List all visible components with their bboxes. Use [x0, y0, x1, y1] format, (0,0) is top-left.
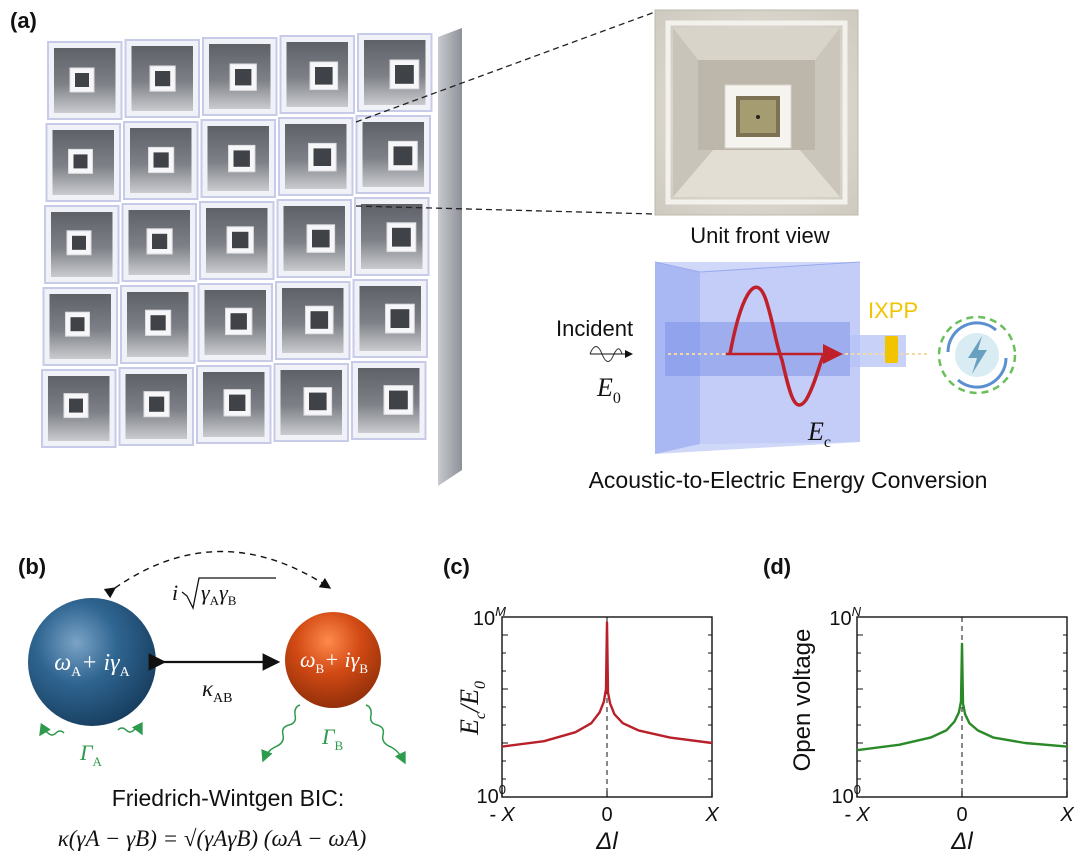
e0-label: E0 — [596, 373, 621, 407]
array-cell — [273, 363, 349, 442]
bic-equation: κ(γA − γB) = √(γAγB) (ωA − ωA) — [58, 826, 367, 851]
inset-caption: Unit front view — [690, 223, 829, 248]
ixpp-element — [885, 336, 898, 363]
cell-neck-hole — [392, 227, 411, 247]
cell-neck-hole — [229, 394, 246, 411]
cell-neck-hole — [310, 311, 329, 329]
cell-neck-hole — [149, 396, 165, 412]
x-tick-label: X — [1059, 804, 1074, 826]
cell-neck-hole — [75, 73, 89, 87]
panel-d-label: (d) — [763, 554, 791, 579]
cell-neck-hole — [315, 67, 333, 85]
array-cell — [124, 39, 200, 118]
metamaterial-array — [41, 33, 433, 448]
array-cell — [41, 369, 117, 448]
array-cell — [275, 281, 351, 360]
array-cell — [121, 203, 197, 282]
array-cell — [44, 205, 120, 284]
array-cell — [120, 285, 196, 364]
x-axis-label: Δl — [950, 828, 973, 855]
unit-front-view-photo — [654, 9, 859, 216]
array-cell — [278, 117, 354, 196]
x-tick-label: - X — [489, 804, 515, 826]
array-cell — [45, 123, 121, 202]
x-tick-label: X — [704, 804, 719, 826]
incident-wave-icon — [589, 346, 623, 362]
radiative-coupling-label: i — [172, 580, 178, 605]
resonator-a-label: ωA+ iγA — [54, 650, 130, 680]
array-cell — [200, 119, 276, 198]
array-cell — [357, 33, 433, 112]
energy-conversion-icon — [937, 315, 1017, 395]
array-cell — [279, 35, 355, 114]
cell-neck-hole — [389, 390, 408, 410]
cell-neck-hole — [72, 235, 86, 250]
zoom-line-top — [355, 11, 656, 123]
loss-arrow-b-left — [261, 704, 301, 763]
cell-neck-hole — [309, 392, 327, 411]
loss-label-b: ΓB — [321, 724, 344, 753]
cell-neck-hole — [390, 309, 410, 328]
resonator-b — [285, 612, 381, 708]
enhanced-field-wave — [728, 285, 826, 407]
cell-neck-hole — [312, 229, 330, 248]
ixpp-label: IXPP — [868, 298, 918, 323]
sqrt-sign — [181, 577, 276, 610]
incident-label: Incident — [556, 316, 633, 341]
array-cell — [197, 283, 273, 362]
resonator-b-label: ωB+ iγB — [300, 647, 368, 676]
y-axis-label-c: Ec/E0 — [455, 681, 489, 736]
cell-neck-hole — [393, 146, 413, 166]
array-cell — [123, 121, 199, 200]
x-tick-label: - X — [844, 804, 870, 826]
y-axis-label-d: Open voltage — [789, 629, 816, 772]
radiative-coupling-arc — [103, 550, 332, 599]
array-cell — [42, 287, 118, 366]
x-axis-label: Δl — [595, 828, 618, 855]
panel-c-label: (c) — [443, 554, 470, 579]
loss-arrow-a-left — [39, 722, 65, 737]
x-tick-label: 0 — [601, 804, 612, 826]
x-tick-label: 0 — [956, 804, 967, 826]
cell-neck-hole — [235, 69, 252, 86]
bic-title: Friedrich-Wintgen BIC: — [112, 785, 345, 811]
array-cell — [202, 37, 278, 116]
array-cell — [352, 279, 428, 358]
cell-neck-hole — [73, 154, 88, 169]
cell-neck-hole — [150, 315, 166, 331]
array-cell — [276, 199, 352, 278]
array-cell — [355, 115, 431, 194]
loss-label-a: ΓA — [79, 740, 103, 769]
cell-neck-hole — [233, 150, 250, 167]
cell-neck-hole — [232, 231, 249, 249]
array-cell — [199, 201, 275, 280]
cell-neck-hole — [153, 152, 169, 168]
y-tick-label-top: 10M — [473, 604, 506, 630]
conversion-caption: Acoustic-to-Electric Energy Conversion — [589, 467, 988, 493]
cell-neck-hole — [69, 398, 83, 413]
cell-neck-hole — [155, 71, 171, 87]
cell-neck-hole — [230, 313, 247, 330]
loss-arrow-a-right — [117, 721, 143, 736]
cell-neck-hole — [395, 65, 414, 84]
cell-neck-hole — [313, 148, 332, 166]
radiative-coupling-radicand: γAγB — [201, 580, 237, 608]
array-cell — [196, 365, 272, 444]
array-cell — [118, 367, 194, 446]
array-cell — [351, 361, 427, 440]
loss-arrow-b-right — [365, 704, 406, 765]
panel-a-label: (a) — [10, 8, 37, 33]
array-cell — [47, 41, 123, 120]
array-side-face — [438, 28, 462, 486]
direct-coupling-label: κAB — [202, 676, 233, 706]
resonator-a — [28, 598, 156, 726]
cell-neck-hole — [152, 233, 168, 249]
cell-neck-hole — [70, 317, 85, 332]
ec-label: Ec — [807, 417, 831, 451]
array-cell — [354, 197, 430, 276]
panel-b-label: (b) — [18, 554, 46, 579]
